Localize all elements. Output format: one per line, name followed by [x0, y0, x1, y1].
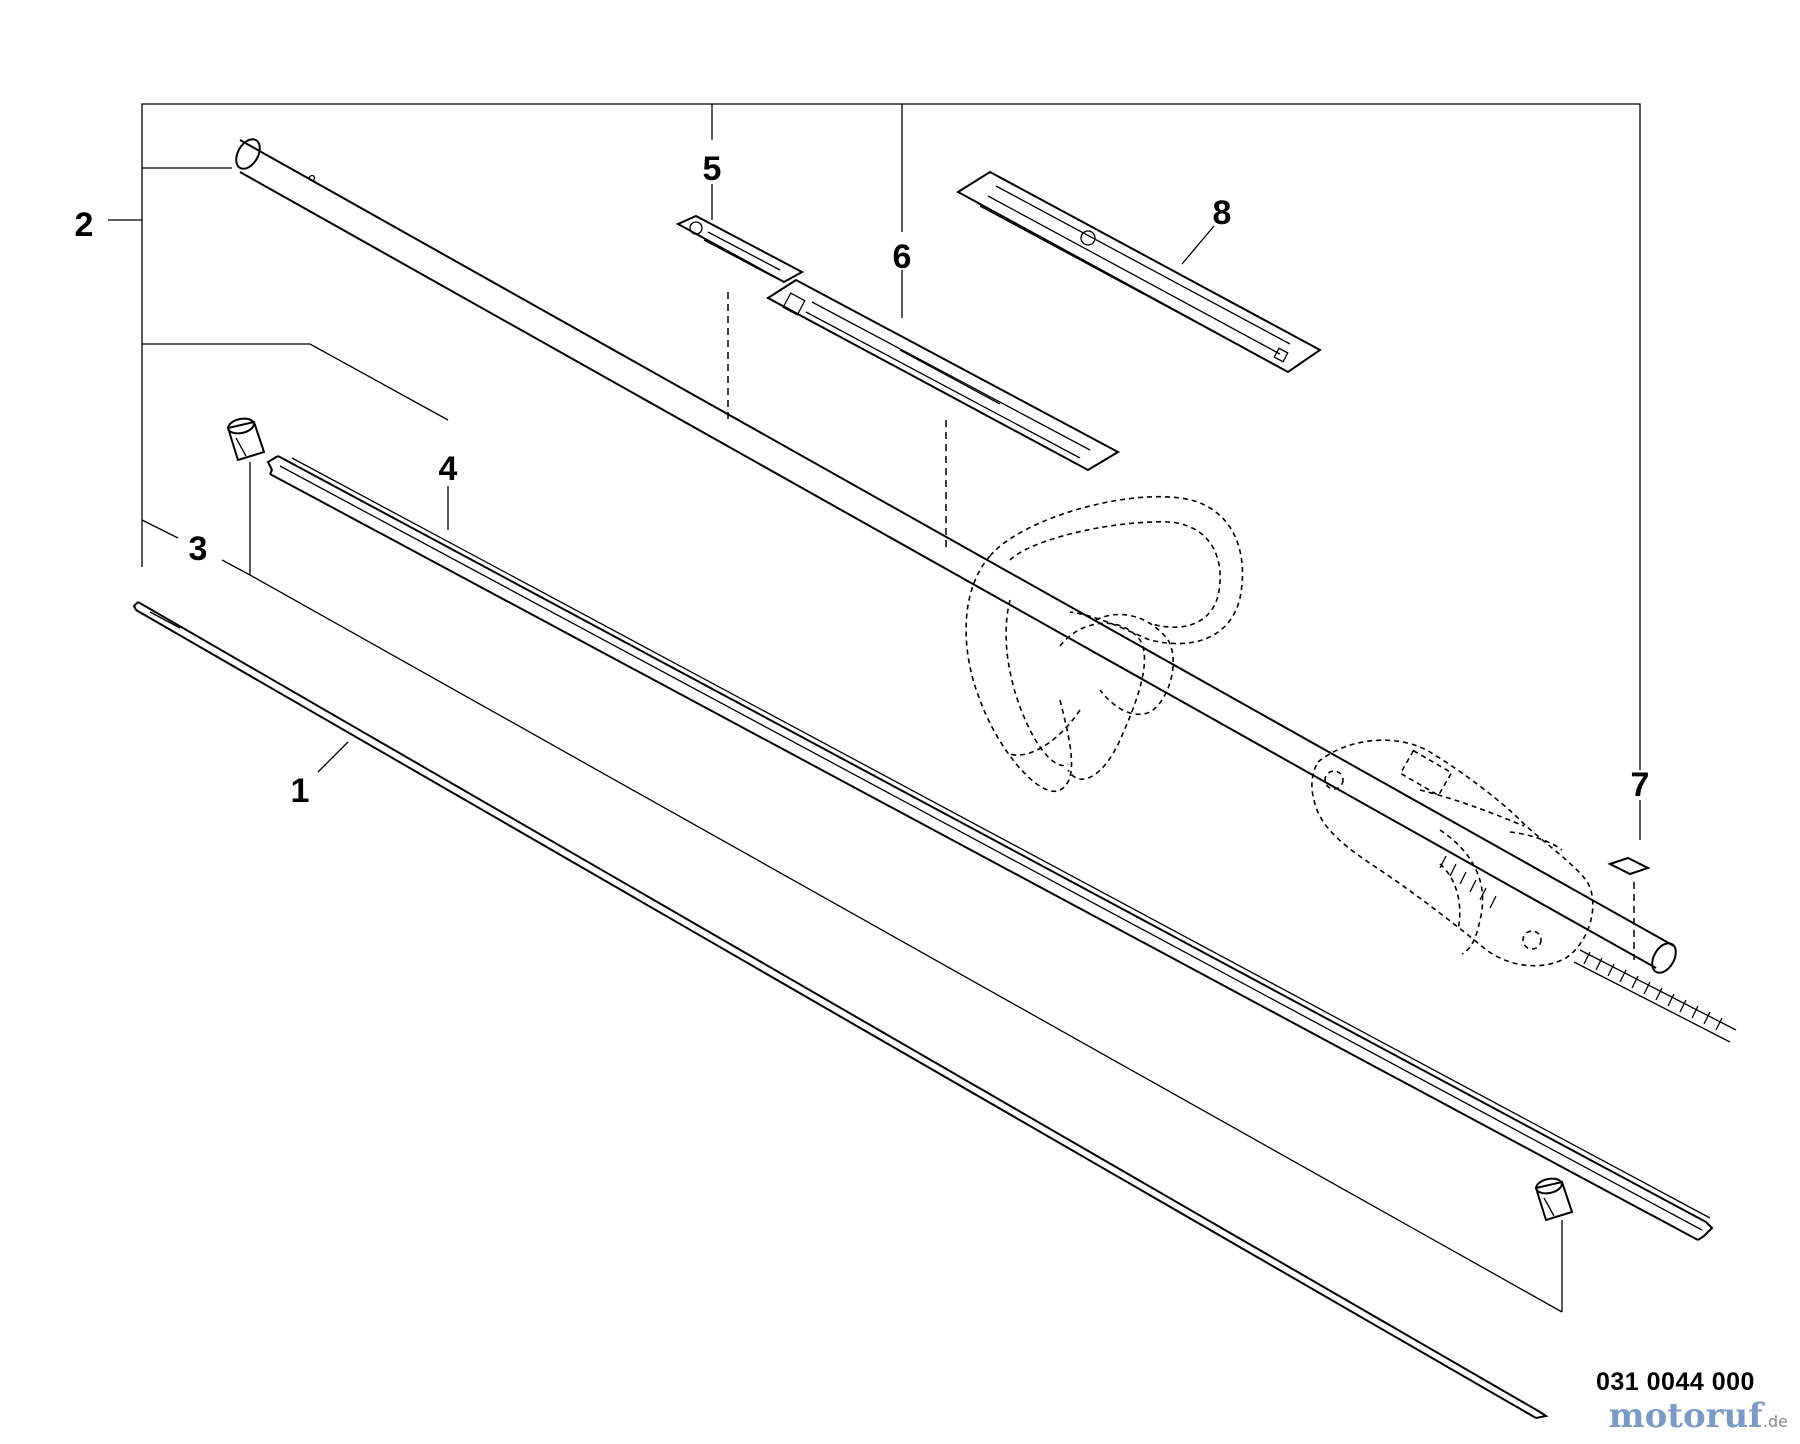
watermark-suffix: .de [1762, 1412, 1788, 1431]
bushing-bottom [1534, 1177, 1574, 1222]
watermark-brand: motoruf [1608, 1396, 1763, 1436]
drawing-number: 031 0044 000 [1596, 1368, 1755, 1396]
callout-2: 2 [75, 206, 94, 244]
cable-spring [1439, 855, 1737, 1043]
callout-4: 4 [439, 450, 458, 488]
watermark-logo: motoruf.de [1609, 1396, 1788, 1436]
drive-tube [235, 138, 1677, 974]
decal-5 [675, 214, 805, 284]
bushing-top [226, 417, 266, 462]
decal-8 [956, 170, 1322, 374]
callout-1: 1 [291, 772, 310, 810]
callout-6: 6 [893, 238, 912, 276]
drive-shaft [132, 601, 1549, 1419]
rear-handle-ghost [1311, 739, 1594, 967]
callout-7: 7 [1631, 766, 1650, 804]
callout-5: 5 [703, 150, 722, 188]
tag-7 [1607, 856, 1651, 876]
decal-6 [766, 278, 1121, 472]
callout-labels: 1 2 3 4 5 6 7 8 [75, 150, 1650, 810]
loop-handle-ghost [965, 495, 1244, 793]
callout-3: 3 [189, 530, 208, 568]
leader-lines [108, 103, 1641, 1313]
callout-8: 8 [1213, 194, 1232, 232]
tube-liner [266, 455, 1714, 1241]
